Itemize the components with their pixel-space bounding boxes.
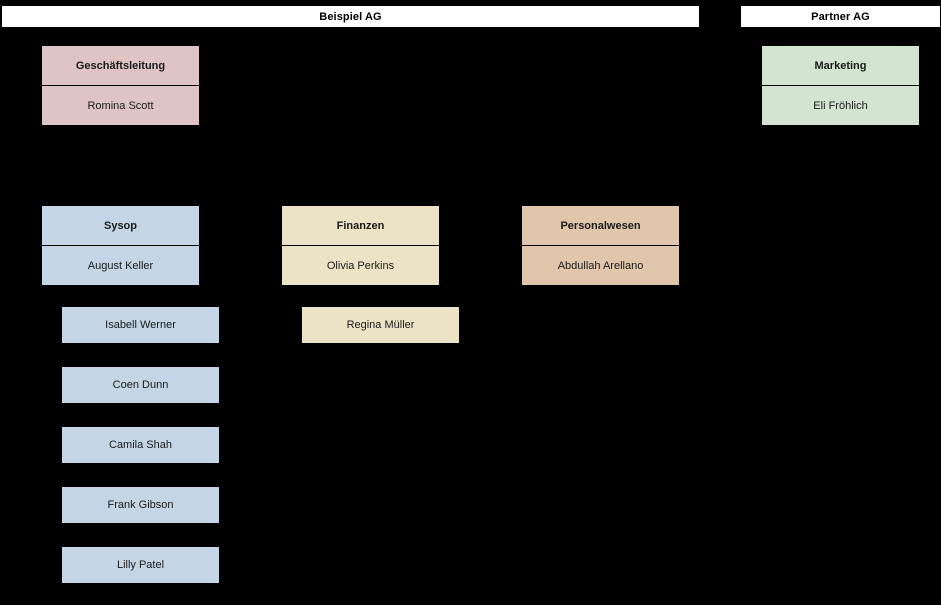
swimlane-header-beispiel-ag[interactable]: Beispiel AG: [1, 5, 700, 28]
org-member-frank-gibson[interactable]: Frank Gibson: [61, 486, 220, 524]
org-unit-lead-eli-froehlich[interactable]: Eli Fröhlich: [813, 99, 868, 112]
org-unit-title-personalwesen: Personalwesen: [522, 206, 679, 246]
org-unit-lead-abdullah-arellano[interactable]: Abdullah Arellano: [557, 259, 644, 272]
org-unit-title-geschaeftsleitung: Geschäftsleitung: [42, 46, 199, 86]
org-unit-title-finanzen: Finanzen: [282, 206, 439, 246]
swimlane-header-partner-ag[interactable]: Partner AG: [740, 5, 941, 28]
org-member-regina-mueller[interactable]: Regina Müller: [301, 306, 460, 344]
org-member-isabell-werner[interactable]: Isabell Werner: [61, 306, 220, 344]
org-unit-lead-romina-scott[interactable]: Romina Scott: [87, 99, 154, 112]
org-member-lilly-patel[interactable]: Lilly Patel: [61, 546, 220, 584]
org-unit-title-sysop: Sysop: [42, 206, 199, 246]
org-unit-lead-olivia-perkins[interactable]: Olivia Perkins: [326, 259, 395, 272]
org-unit-title-marketing: Marketing: [762, 46, 919, 86]
org-member-camila-shah[interactable]: Camila Shah: [61, 426, 220, 464]
org-unit-lead-august-keller[interactable]: August Keller: [87, 259, 154, 272]
org-member-coen-dunn[interactable]: Coen Dunn: [61, 366, 220, 404]
